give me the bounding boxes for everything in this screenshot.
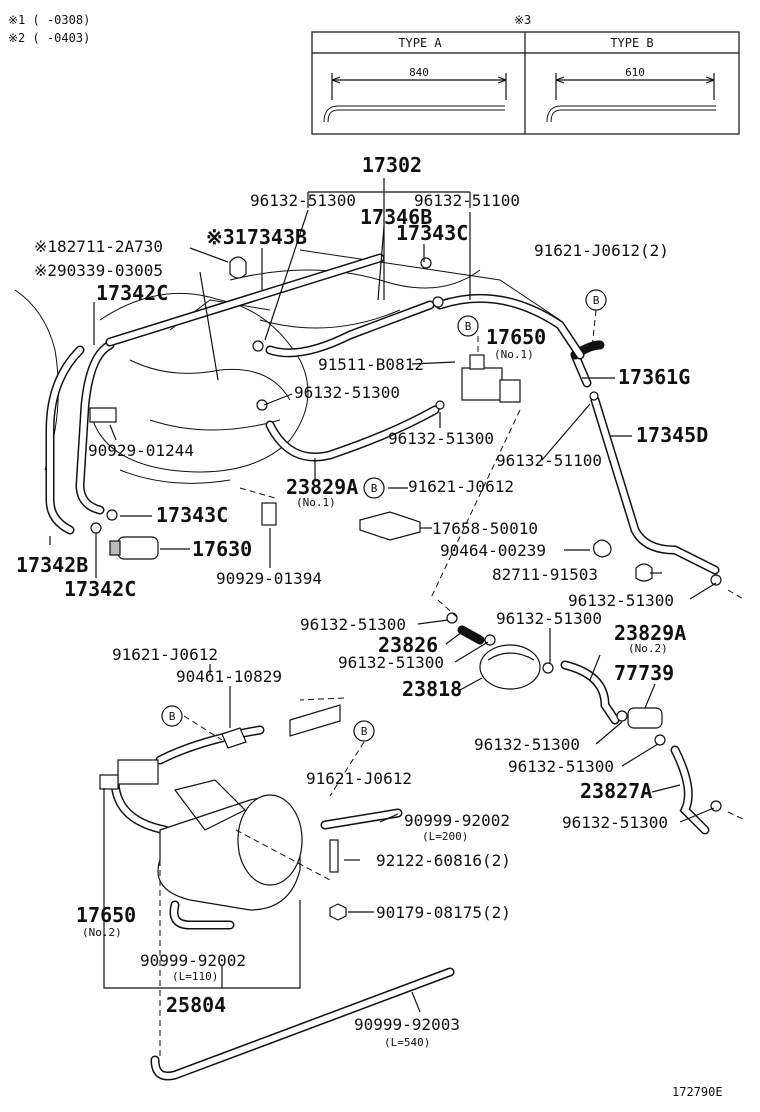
label-17650-no1-sub: (No.1) xyxy=(494,348,534,361)
label-91621-j0612-c: 91621-J0612 xyxy=(112,645,218,664)
label-82711-91503: 82711-91503 xyxy=(492,565,598,584)
clip-17343b-icon xyxy=(229,256,247,279)
bracket-17658-icon xyxy=(359,511,421,541)
svg-text:B: B xyxy=(169,710,176,723)
sensor-90929-01244-icon xyxy=(89,407,117,423)
label-90999-92002-a-sub: (L=200) xyxy=(422,830,468,843)
svg-text:B: B xyxy=(593,294,600,307)
svg-text:B: B xyxy=(465,320,472,333)
vsv-connector-icon xyxy=(499,379,521,403)
label-17342c-a: 17342C xyxy=(96,281,168,305)
type-b-header: TYPE B xyxy=(610,36,653,50)
type-a-length: 840 xyxy=(409,66,429,79)
label-23829a-no2-sub: (No.2) xyxy=(628,642,668,655)
sensor-90929-01394-icon xyxy=(261,502,277,526)
note-1: ※1 ( -0308) xyxy=(8,13,90,27)
stud-92122-icon xyxy=(329,839,339,873)
label-96132-51300-i: 96132-51300 xyxy=(508,757,614,776)
label-90999-92003: 90999-92003 xyxy=(354,1015,460,1034)
label-17343b: ※317343B xyxy=(206,225,307,249)
label-17302: 17302 xyxy=(362,153,422,177)
label-96132-51300-c: 96132-51300 xyxy=(388,429,494,448)
part-labels: 17302 96132-51300 96132-51100 17346B ※18… xyxy=(16,153,723,1099)
label-90999-92003-sub: (L=540) xyxy=(384,1036,430,1049)
clamp-90461-icon xyxy=(221,727,247,749)
label-17630: 17630 xyxy=(192,537,252,561)
vsv-17650-no2-icon xyxy=(117,759,159,785)
marker-b-top: B xyxy=(585,289,607,311)
nut-90179-icon xyxy=(329,903,347,921)
label-96132-51300-h: 96132-51300 xyxy=(474,735,580,754)
label-25804: 25804 xyxy=(166,993,226,1017)
sensor-17630-icon xyxy=(117,536,159,560)
label-23826: 23826 xyxy=(378,633,438,657)
label-23829a-no1: 23829A xyxy=(286,475,358,499)
label-17342b: 17342B xyxy=(16,553,88,577)
valve-77739-icon xyxy=(627,707,663,729)
label-96132-51100-a: 96132-51100 xyxy=(414,191,520,210)
components xyxy=(89,256,722,921)
label-17658-50010: 17658-50010 xyxy=(432,519,538,538)
label-92122-60816: 92122-60816(2) xyxy=(376,851,511,870)
marker-b-mid: B xyxy=(363,477,385,499)
label-96132-51300-a: 96132-51300 xyxy=(250,191,356,210)
label-17343c-a: 17343C xyxy=(396,221,468,245)
vsv-17650-no1-icon xyxy=(461,367,503,401)
label-91621-j0612-2: 91621-J0612(2) xyxy=(534,241,669,260)
leader-lines xyxy=(49,178,717,1013)
label-77739: 77739 xyxy=(614,661,674,685)
label-96132-51100-b: 96132-51100 xyxy=(496,451,602,470)
label-96132-51300-g: 96132-51300 xyxy=(338,653,444,672)
connector-icon xyxy=(289,704,341,737)
label-91621-j0612-d: 91621-J0612 xyxy=(306,769,412,788)
label-91621-j0612-b: 91621-J0612 xyxy=(408,477,514,496)
label-90461-10829: 90461-10829 xyxy=(176,667,282,686)
marker-b-lower-right: B xyxy=(353,720,375,742)
label-17650-no1: 17650 xyxy=(486,325,546,349)
label-17650-no2: 17650 xyxy=(76,903,136,927)
dashed-guides xyxy=(159,309,746,1056)
label-90929-01244: 90929-01244 xyxy=(88,441,194,460)
label-17650-no2-sub: (No.2) xyxy=(82,926,122,939)
label-90464-00239: 90464-00239 xyxy=(440,541,546,560)
marker-b-17650: B xyxy=(457,315,479,337)
marker-b-lower-left: B xyxy=(161,705,183,727)
label-90999-92002-a: 90999-92002 xyxy=(404,811,510,830)
label-23827a: 23827A xyxy=(580,779,652,803)
note-2: ※2 ( -0403) xyxy=(8,31,90,45)
label-96132-51300-j: 96132-51300 xyxy=(562,813,668,832)
label-96132-51300-f: 96132-51300 xyxy=(496,609,602,628)
label-17361g: 17361G xyxy=(618,365,690,389)
filter-23818-icon xyxy=(479,644,541,690)
label-17343c-b: 17343C xyxy=(156,503,228,527)
svg-text:B: B xyxy=(361,725,368,738)
label-17346b: 17346B xyxy=(360,205,432,229)
label-23829a-no2: 23829A xyxy=(614,621,686,645)
hoses xyxy=(45,253,720,1081)
label-91511-b0812: 91511-B0812 xyxy=(318,355,424,374)
svg-text:B: B xyxy=(371,482,378,495)
type-a-header: TYPE A xyxy=(398,36,442,50)
label-17345d: 17345D xyxy=(636,423,708,447)
note-3: ※3 xyxy=(514,13,531,27)
type-b-length: 610 xyxy=(625,66,645,79)
label-96132-51300-e: 96132-51300 xyxy=(300,615,406,634)
label-23829a-no1-sub: (No.1) xyxy=(296,496,336,509)
figure-number: 172790E xyxy=(672,1085,723,1099)
label-90999-92002-b-sub: (L=110) xyxy=(172,970,218,983)
label-90929-01394: 90929-01394 xyxy=(216,569,322,588)
label-90179-08175: 90179-08175(2) xyxy=(376,903,511,922)
type-table: TYPE A TYPE B 840 610 xyxy=(311,31,740,135)
label-23818: 23818 xyxy=(402,677,462,701)
label-90999-92002-b: 90999-92002 xyxy=(140,951,246,970)
label-82711-2a730: ※182711-2A730 xyxy=(34,237,163,256)
label-90339-03005: ※290339-03005 xyxy=(34,261,163,280)
label-96132-51300-b: 96132-51300 xyxy=(294,383,400,402)
label-96132-51300-d: 96132-51300 xyxy=(568,591,674,610)
label-17342c-b: 17342C xyxy=(64,577,136,601)
